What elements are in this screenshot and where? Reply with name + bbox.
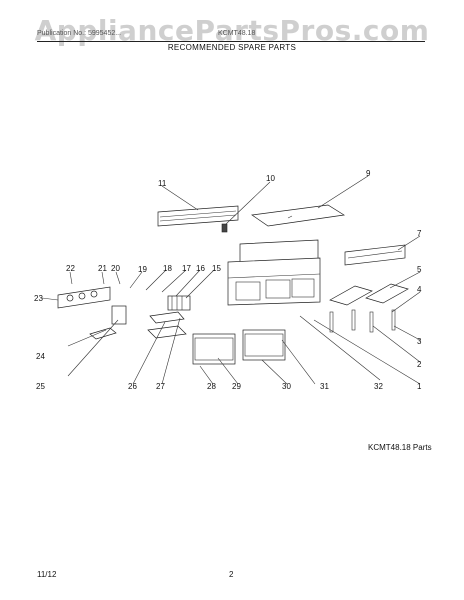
part-11-rail (157, 205, 239, 227)
page-number: 2 (229, 570, 234, 579)
diagram-caption: KCMT48.18 Parts (368, 443, 432, 452)
callout-21: 21 (98, 264, 107, 273)
callout-31: 31 (320, 382, 329, 391)
callout-16: 16 (196, 264, 205, 273)
part-30-drawer (242, 329, 286, 361)
callout-26: 26 (128, 382, 137, 391)
footer-date: 11/12 (37, 570, 57, 579)
callout-32: 32 (374, 382, 383, 391)
part-26-27-pans (147, 311, 187, 339)
callout-15: 15 (212, 264, 221, 273)
callout-10: 10 (266, 174, 275, 183)
part-15-coil (167, 295, 191, 311)
callout-29: 29 (232, 382, 241, 391)
part-23-control-panel (57, 286, 111, 309)
callout-9: 9 (366, 169, 371, 178)
callout-24: 24 (36, 352, 45, 361)
publication-model: KCMT48.18 (218, 30, 256, 37)
callout-11: 11 (158, 179, 167, 188)
callout-3: 3 (417, 337, 422, 346)
part-2-3-4-brackets (329, 309, 396, 333)
part-5-shelves (329, 283, 409, 306)
callout-27: 27 (156, 382, 165, 391)
callout-20: 20 (111, 264, 120, 273)
publication-number: Publication No.: 5995452... (37, 30, 122, 37)
callout-25: 25 (36, 382, 45, 391)
part-7-grille (344, 244, 406, 266)
callout-22: 22 (66, 264, 75, 273)
callout-5: 5 (417, 265, 422, 274)
callout-4: 4 (417, 285, 422, 294)
callout-1: 1 (417, 382, 422, 391)
callout-2: 2 (417, 360, 422, 369)
leader-lines (41, 175, 421, 385)
callout-28: 28 (207, 382, 216, 391)
compressor-assembly (89, 305, 127, 340)
page-subtitle: RECOMMENDED SPARE PARTS (167, 43, 297, 52)
header-rule (37, 41, 425, 42)
part-10-bracket (221, 223, 228, 233)
callout-18: 18 (163, 264, 172, 273)
part-9-lid (251, 204, 345, 227)
callout-17: 17 (182, 264, 191, 273)
callout-7: 7 (417, 229, 422, 238)
callout-23: 23 (34, 294, 43, 303)
callout-19: 19 (138, 265, 147, 274)
cabinet-body (227, 239, 321, 306)
part-29-drawer (192, 333, 236, 365)
callout-30: 30 (282, 382, 291, 391)
